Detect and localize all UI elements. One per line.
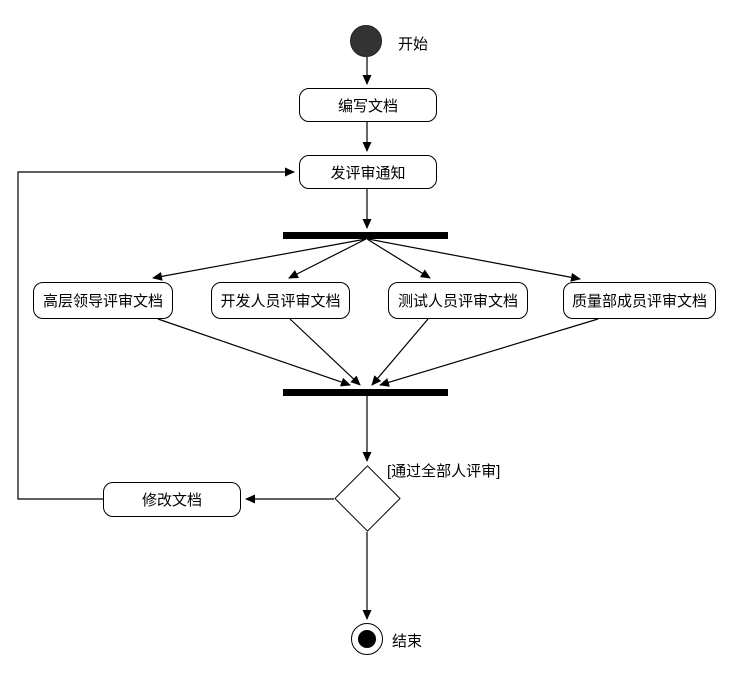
edge-fork-to-review-leader bbox=[152, 238, 367, 281]
activity-review-test-label: 测试人员评审文档 bbox=[397, 293, 518, 310]
fork-bar bbox=[283, 232, 448, 239]
end-node bbox=[351, 623, 383, 655]
start-label: 开始 bbox=[398, 36, 429, 53]
edge-review-qa-to-join bbox=[379, 318, 599, 387]
edge-fork-to-review-test bbox=[366, 238, 431, 279]
edge-modify-doc-to-send-notice bbox=[17, 167, 295, 500]
decision-guard-label: [通过全部人评审] bbox=[387, 463, 501, 480]
activity-review-test: 测试人员评审文档 bbox=[388, 282, 528, 319]
activity-modify-doc-label: 修改文档 bbox=[141, 492, 202, 509]
activity-write-doc: 编写文档 bbox=[299, 88, 437, 122]
end-node-inner-dot bbox=[358, 630, 376, 648]
edge-fork-to-review-qa bbox=[367, 238, 581, 282]
activity-review-dev-label: 开发人员评审文档 bbox=[220, 293, 341, 310]
activity-review-leader: 高层领导评审文档 bbox=[33, 282, 173, 319]
activity-write-doc-label: 编写文档 bbox=[337, 97, 398, 115]
join-bar bbox=[283, 389, 448, 396]
activity-review-qa: 质量部成员评审文档 bbox=[563, 282, 716, 319]
end-label: 结束 bbox=[392, 633, 423, 650]
start-node bbox=[350, 25, 382, 57]
activity-review-dev: 开发人员评审文档 bbox=[211, 282, 350, 319]
activity-send-notice-label: 发评审通知 bbox=[330, 164, 406, 182]
activity-review-qa-label: 质量部成员评审文档 bbox=[571, 293, 707, 310]
activity-modify-doc: 修改文档 bbox=[103, 482, 241, 517]
edge-fork-to-review-dev bbox=[288, 238, 367, 279]
edge-review-test-to-join bbox=[371, 318, 429, 386]
activity-send-notice: 发评审通知 bbox=[299, 155, 437, 189]
activity-review-leader-label: 高层领导评审文档 bbox=[42, 293, 163, 310]
edge-review-leader-to-join bbox=[157, 318, 351, 387]
edge-review-dev-to-join bbox=[289, 318, 361, 386]
